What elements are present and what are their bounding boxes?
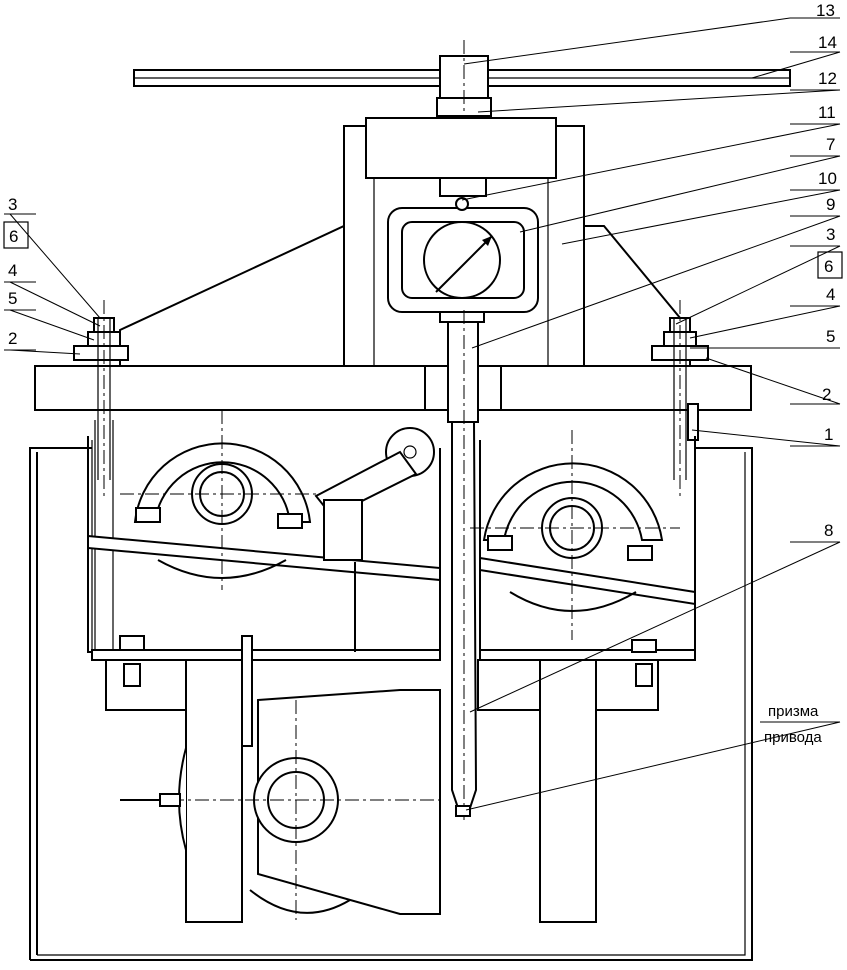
label-3-right: 3 xyxy=(826,225,835,244)
part-labels: 13 14 12 11 7 10 9 3 6 4 5 2 1 8 призма … xyxy=(3,1,843,746)
label-4-left: 4 xyxy=(8,261,17,280)
right-tray xyxy=(479,436,696,661)
screw-head xyxy=(436,40,492,170)
outer-housing xyxy=(29,447,753,961)
right-bolt-assembly xyxy=(651,300,709,500)
label-8: 8 xyxy=(824,521,833,540)
prism-label-line1: призма xyxy=(768,703,819,720)
label-1: 1 xyxy=(824,425,833,444)
prism-label-line2: привода xyxy=(764,729,822,746)
label-14: 14 xyxy=(818,33,837,52)
label-10: 10 xyxy=(818,169,837,188)
lever-mechanism xyxy=(314,427,435,652)
right-pulley xyxy=(470,430,680,640)
label-13: 13 xyxy=(816,1,835,20)
label-2-right: 2 xyxy=(822,385,831,404)
label-6-right: 6 xyxy=(824,257,833,276)
label-2-left: 2 xyxy=(8,329,17,348)
label-3-left: 3 xyxy=(8,195,17,214)
label-5-right: 5 xyxy=(826,327,835,346)
label-11: 11 xyxy=(818,103,836,122)
plunger-rod xyxy=(447,310,479,820)
cross-beam xyxy=(34,365,752,411)
left-tray xyxy=(87,436,441,661)
drive-motor xyxy=(120,635,597,923)
label-7: 7 xyxy=(826,135,835,154)
label-6-left: 6 xyxy=(9,227,18,246)
label-12: 12 xyxy=(818,69,837,88)
left-bolt-assembly xyxy=(73,300,129,660)
label-9: 9 xyxy=(826,195,835,214)
dial-gauge xyxy=(387,197,539,323)
label-5-left: 5 xyxy=(8,289,17,308)
label-4-right: 4 xyxy=(826,285,835,304)
left-pulley xyxy=(120,410,330,590)
leader-lines xyxy=(9,17,841,811)
